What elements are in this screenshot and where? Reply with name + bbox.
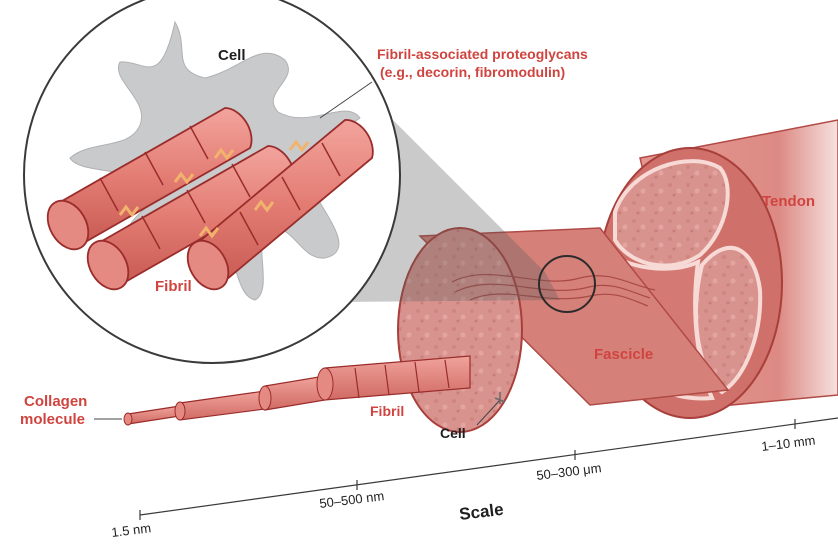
- label-tendon: Tendon: [762, 193, 815, 210]
- label-fibril-chain: Fibril: [370, 403, 404, 419]
- label-proteoglycans-line1: Fibril-associated proteoglycans: [377, 46, 588, 62]
- label-fibril-inset: Fibril: [155, 278, 192, 295]
- scale-title: Scale: [458, 500, 504, 524]
- label-collagen-line1: Collagen: [24, 393, 87, 410]
- label-cell-top: Cell: [218, 47, 246, 64]
- scale-tick-label: 1.5 nm: [111, 520, 152, 540]
- scale-tick-label: 50–300 μm: [536, 460, 603, 483]
- scale-tick-label: 50–500 nm: [319, 488, 385, 511]
- label-cell-bottom: Cell: [440, 425, 466, 441]
- scale-tick-label: 1–10 mm: [761, 432, 817, 453]
- label-fascicle: Fascicle: [594, 346, 653, 363]
- label-collagen-line2: molecule: [20, 411, 85, 428]
- label-proteoglycans-line2: (e.g., decorin, fibromodulin): [380, 64, 565, 80]
- collagen-chain: [124, 356, 470, 425]
- inset-magnified-view: [24, 0, 400, 363]
